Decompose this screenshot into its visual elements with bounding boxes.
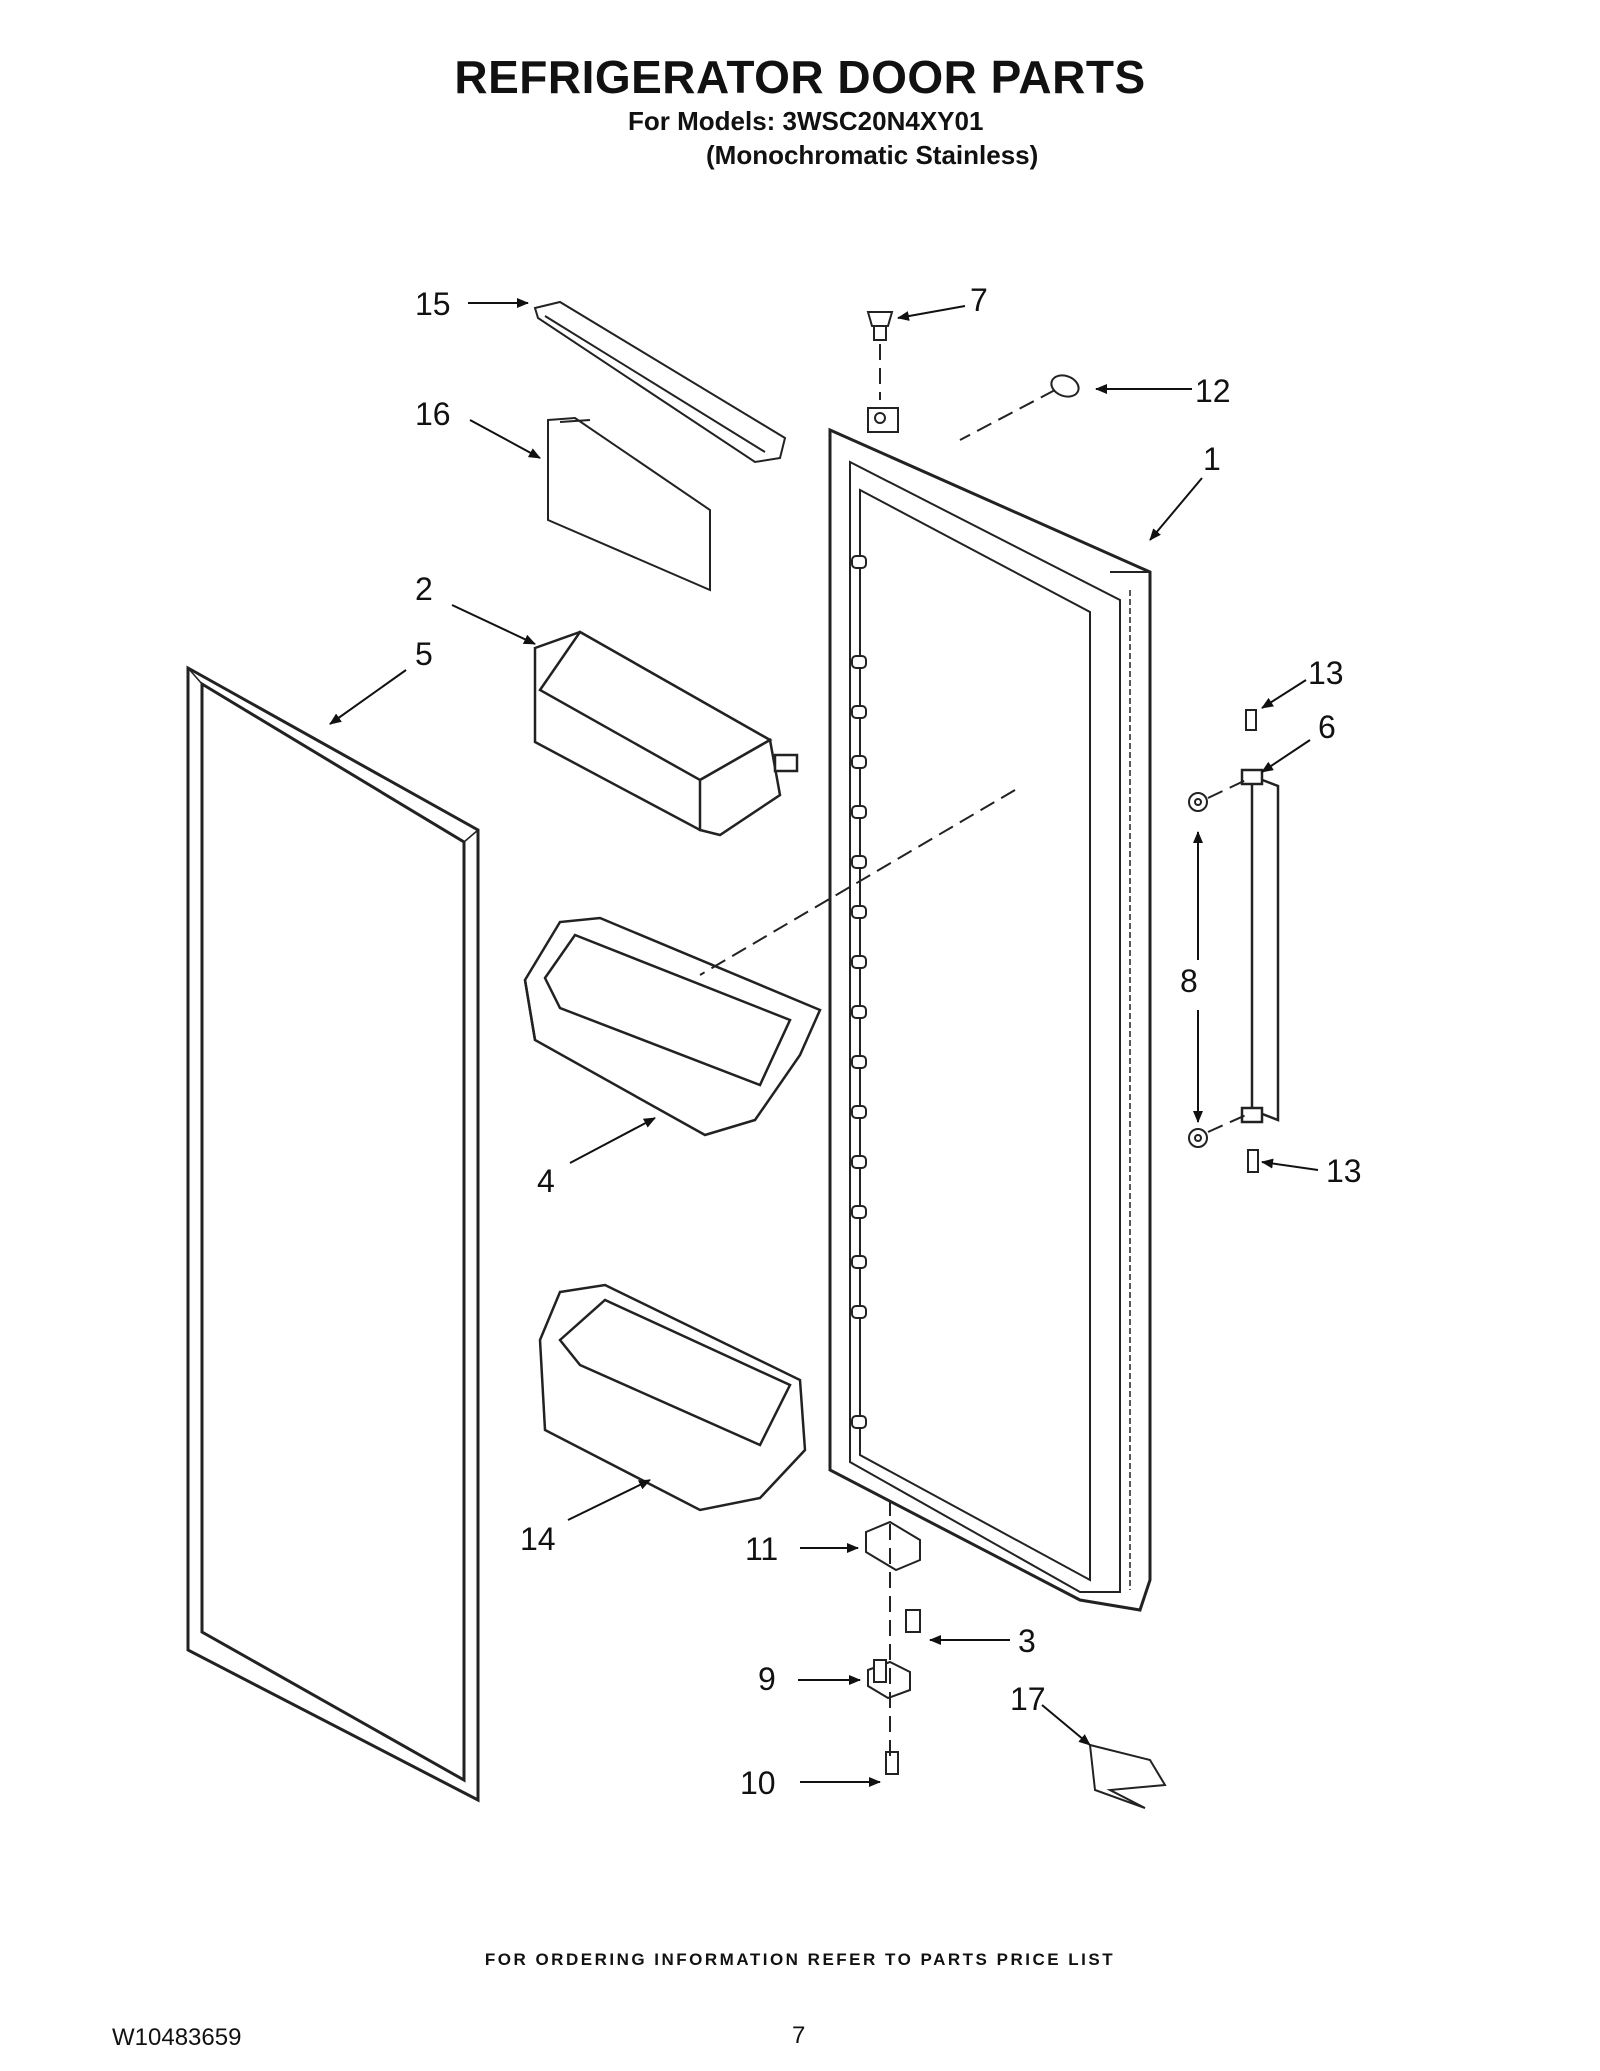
callout-17: 17 bbox=[1010, 1681, 1046, 1717]
callout-8: 8 bbox=[1180, 963, 1198, 999]
door-gasket bbox=[186, 665, 480, 1803]
ordering-note: FOR ORDERING INFORMATION REFER TO PARTS … bbox=[484, 1950, 1116, 1969]
page-number: 7 bbox=[792, 2022, 806, 2049]
callout-10: 10 bbox=[740, 1765, 776, 1801]
dairy-bin bbox=[533, 630, 799, 837]
dairy-door-cover bbox=[533, 300, 787, 464]
door-bin-lower bbox=[538, 1283, 807, 1512]
page-title: REFRIGERATOR DOOR PARTS bbox=[454, 51, 1146, 103]
callout-2: 2 bbox=[415, 571, 433, 607]
dairy-door bbox=[547, 416, 711, 592]
callout-13-top: 13 bbox=[1308, 655, 1344, 691]
callout-9: 9 bbox=[758, 1661, 776, 1697]
callout-5: 5 bbox=[415, 636, 433, 672]
callout-3: 3 bbox=[1018, 1623, 1036, 1659]
hardware-parts bbox=[865, 311, 1259, 1809]
document-number: W10483659 bbox=[112, 2024, 242, 2051]
callout-4: 4 bbox=[537, 1163, 555, 1199]
callout-7: 7 bbox=[970, 282, 988, 318]
callout-1: 1 bbox=[1203, 441, 1221, 477]
callout-11: 11 bbox=[745, 1531, 778, 1567]
callout-14: 14 bbox=[520, 1521, 556, 1557]
callout-16: 16 bbox=[415, 396, 451, 432]
callout-12: 12 bbox=[1195, 373, 1231, 409]
models-line: For Models: 3WSC20N4XY01 bbox=[628, 106, 984, 136]
door-assembly bbox=[828, 407, 1152, 1612]
shelf-clip-bumps bbox=[851, 555, 867, 1429]
callout-6: 6 bbox=[1318, 709, 1336, 745]
door-bin-upper bbox=[523, 916, 822, 1137]
door-handle bbox=[1240, 768, 1280, 1124]
callout-15: 15 bbox=[415, 286, 451, 322]
callout-labels: 1 2 3 4 5 6 7 8 9 10 11 12 13 13 14 15 1… bbox=[415, 282, 1362, 1801]
callout-13-bottom: 13 bbox=[1326, 1153, 1362, 1189]
assembly-lines bbox=[699, 344, 1247, 1760]
variant-line: (Monochromatic Stainless) bbox=[706, 140, 1039, 170]
callout-arrows bbox=[329, 298, 1319, 1787]
